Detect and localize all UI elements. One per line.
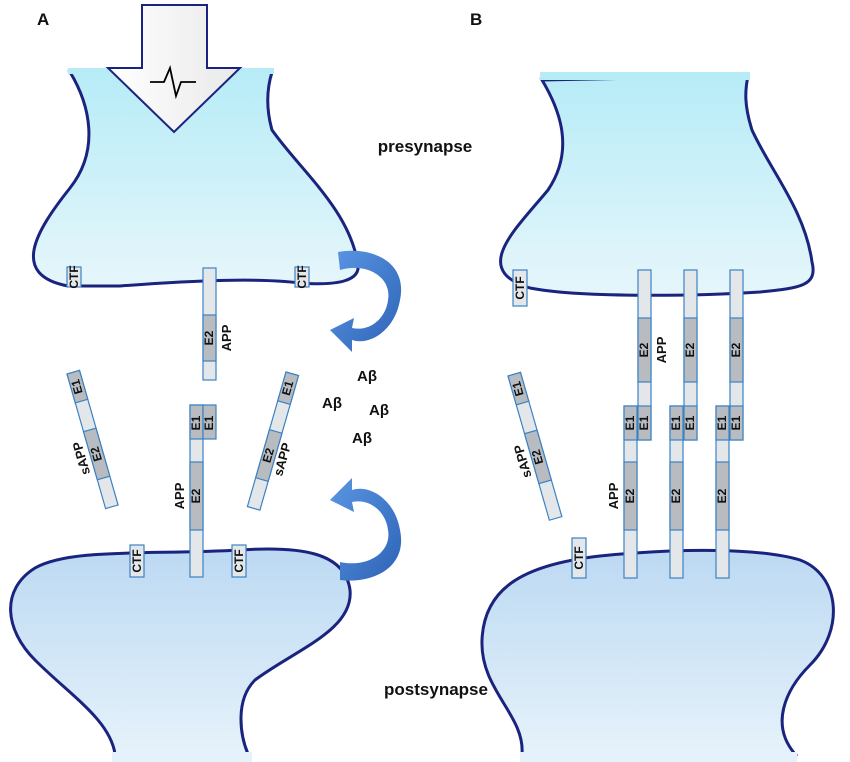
sapp-right-a: E1 E2 sAPP — [246, 371, 300, 511]
ctf-postsynapse-right-a: CTF — [231, 544, 247, 578]
svg-text:E1: E1 — [68, 377, 86, 395]
svg-text:E2: E2 — [87, 445, 105, 463]
svg-text:E2: E2 — [189, 488, 203, 503]
postsynapse-label: postsynapse — [384, 680, 488, 699]
presynapse-label: presynapse — [378, 137, 473, 156]
svg-text:E2: E2 — [637, 342, 651, 357]
panel-b: CTF CTF E1 E2 sAPP E2 E1 APP E — [480, 72, 835, 762]
svg-text:APP: APP — [606, 482, 621, 509]
svg-text:E1: E1 — [637, 415, 651, 430]
app-postsynapse-a: E1 E2 APP — [172, 404, 204, 578]
svg-text:E1: E1 — [202, 415, 216, 430]
action-potential-arrow-icon — [105, 4, 243, 134]
app-presynapse-a: E2 APP — [202, 267, 234, 381]
svg-text:APP: APP — [654, 336, 669, 363]
svg-text:E1: E1 — [279, 379, 297, 397]
svg-text:E2: E2 — [202, 330, 216, 345]
svg-text:E2: E2 — [729, 342, 743, 357]
svg-text:E1: E1 — [623, 415, 637, 430]
svg-text:CTF: CTF — [513, 276, 527, 299]
svg-text:E2: E2 — [669, 488, 683, 503]
abeta-label: Aβ — [352, 430, 372, 447]
ctf-postsynapse-left-a: CTF — [129, 544, 145, 578]
abeta-label: Aβ — [369, 402, 389, 419]
abeta-label: Aβ — [322, 395, 342, 412]
app-postsynapse-b-1: E1 E2 APP — [606, 405, 638, 579]
abeta-label: Aβ — [357, 368, 377, 385]
curved-arrow-icon — [330, 478, 402, 581]
ctf-presynapse-b: CTF — [512, 269, 528, 307]
sapp-b: E1 E2 sAPP — [507, 371, 563, 521]
svg-text:CTF: CTF — [232, 549, 246, 572]
app-postsynapse-b-3: E1 E2 — [715, 405, 730, 579]
app-presynapse-e1-a: E1 — [202, 404, 217, 440]
panel-label-a: A — [37, 10, 49, 29]
sapp-left-a: E1 E2 sAPP — [66, 369, 119, 510]
svg-text:E1: E1 — [669, 415, 683, 430]
app-postsynapse-b-2: E1 E2 — [669, 405, 684, 579]
svg-text:E2: E2 — [683, 342, 697, 357]
svg-text:E2: E2 — [260, 446, 278, 464]
curved-arrow-icon — [330, 250, 402, 352]
svg-text:E1: E1 — [683, 415, 697, 430]
ctf-presynapse-left-a: CTF — [66, 265, 82, 289]
svg-text:E1: E1 — [189, 415, 203, 430]
ctf-postsynapse-b: CTF — [571, 537, 587, 579]
ctf-presynapse-right-a: CTF — [294, 265, 310, 289]
panel-a: CTF CTF CTF CTF E2 APP E1 E2 APP — [9, 4, 402, 762]
app-presynapse-b-3: E2 E1 — [729, 269, 744, 441]
svg-text:APP: APP — [219, 324, 234, 351]
svg-text:CTF: CTF — [295, 265, 309, 288]
app-presynapse-b-1: E2 E1 APP — [637, 269, 669, 441]
svg-text:E2: E2 — [715, 488, 729, 503]
svg-text:APP: APP — [172, 482, 187, 509]
svg-text:CTF: CTF — [67, 265, 81, 288]
svg-text:CTF: CTF — [130, 549, 144, 572]
panel-label-b: B — [470, 10, 482, 29]
presynapse-membrane-b — [499, 74, 815, 297]
presynapse-membrane-a — [32, 70, 360, 288]
svg-text:E1: E1 — [509, 379, 527, 397]
svg-text:E1: E1 — [729, 415, 743, 430]
postsynapse-membrane-b — [480, 548, 835, 756]
svg-text:CTF: CTF — [572, 546, 586, 569]
postsynapse-membrane-a — [9, 547, 352, 756]
app-presynapse-b-2: E2 E1 — [683, 269, 698, 441]
svg-text:E2: E2 — [623, 488, 637, 503]
svg-text:E2: E2 — [529, 448, 547, 466]
svg-text:E1: E1 — [715, 415, 729, 430]
